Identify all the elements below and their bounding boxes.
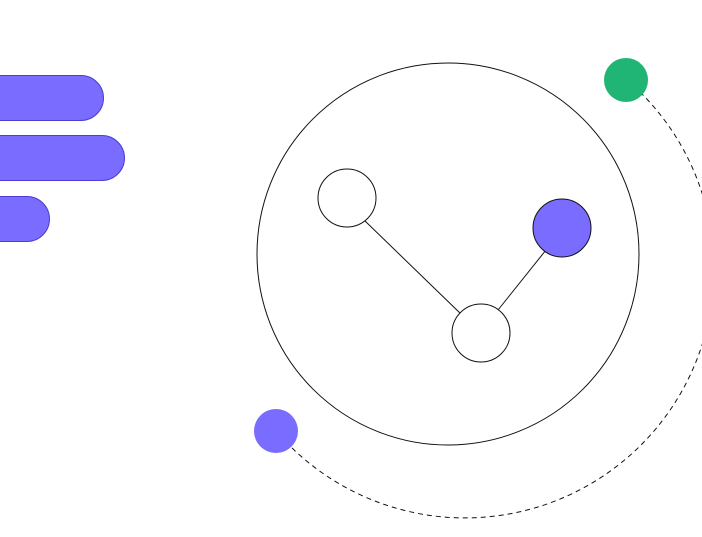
orbit-dot-green bbox=[604, 58, 648, 102]
menu-bar-bottom bbox=[0, 196, 50, 242]
menu-bar-top bbox=[0, 75, 104, 121]
edge-left-to-bottom bbox=[363, 219, 463, 316]
orbit-dot-purple bbox=[254, 409, 298, 453]
main-circle bbox=[256, 62, 640, 446]
menu-bar-middle bbox=[0, 135, 125, 181]
node-left bbox=[317, 168, 377, 228]
orbit-dashed-arc bbox=[289, 91, 702, 519]
edge-bottom-to-right bbox=[497, 249, 547, 311]
node-right bbox=[532, 198, 592, 258]
node-bottom bbox=[451, 303, 511, 363]
